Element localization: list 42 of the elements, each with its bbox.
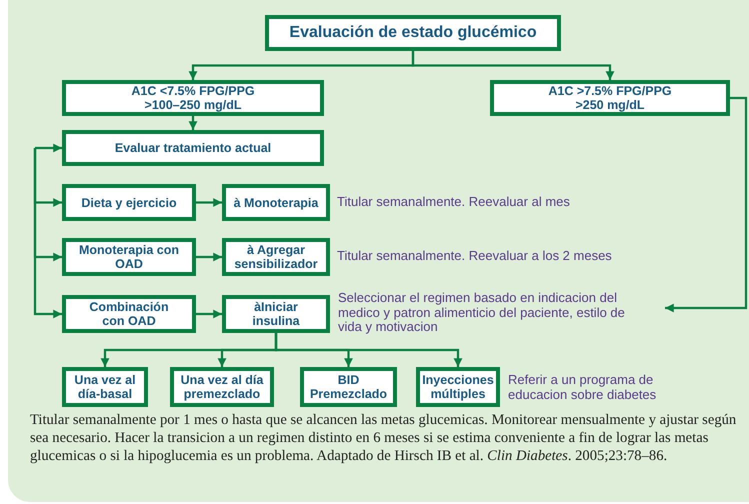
arrow bbox=[665, 96, 748, 312]
note-text: Titular semanalmente. Reevaluar a los 2 meses bbox=[337, 249, 612, 264]
box-text: à Agregar sensibilizador bbox=[233, 243, 319, 271]
box-text: Evaluación de estado glucémico bbox=[289, 26, 537, 40]
process-box bbox=[62, 238, 196, 276]
box-text: Una vez al día-basal bbox=[73, 373, 137, 401]
box-text: Combinación con OAD bbox=[88, 300, 170, 328]
arrow bbox=[188, 116, 198, 130]
box-text: Evaluar tratamiento actual bbox=[114, 141, 272, 155]
box-text: Monoterapia con OAD bbox=[79, 243, 179, 271]
arrow bbox=[196, 310, 222, 318]
process-box bbox=[300, 367, 397, 407]
process-box bbox=[62, 80, 324, 116]
annotation-text: Seleccionar el regimen basado en indicacion del medico y patron alimenticio del paciente, estilo de vida y motivacion bbox=[338, 291, 626, 335]
arrow bbox=[274, 333, 462, 367]
box-text: Dieta y ejercicio bbox=[81, 196, 177, 210]
box-text: Inyecciones múltiples bbox=[421, 373, 495, 401]
note-text: Titular semanalmente. Reevaluar al mes bbox=[337, 194, 570, 209]
box-text: BID Premezclado bbox=[308, 373, 388, 401]
note-text: Referir a un programa de educacion sobre diabetes bbox=[508, 373, 658, 402]
box-text: Una vez al día premezclado bbox=[180, 373, 264, 401]
arrow bbox=[196, 198, 222, 207]
caption: Titular semanalmente por 1 mes o hasta que se alcancen las metas glucemicas. Monitorear mensualmente y ajustar según sea necesario. Hacer la transicion a un regimen distinto en 6 meses si se estima conveniente a fin de lograr las metas glucemicas o si la hipoglucemia es un problema. Adaptado de Hirsch IB et al. Clin Diabetes. 2005;23:78–86. bbox=[30, 411, 738, 465]
process-box bbox=[490, 80, 730, 116]
box-text: à Monoterapia bbox=[234, 196, 318, 210]
process-box bbox=[62, 130, 324, 166]
process-box bbox=[222, 295, 330, 333]
arrow bbox=[34, 144, 62, 152]
box-text: àIniciar insulina bbox=[251, 300, 301, 328]
arrow bbox=[196, 252, 222, 262]
process-box bbox=[62, 295, 196, 333]
process-box bbox=[416, 367, 500, 407]
box-text: A1C <7.5% FPG/PPG >100–250 mg/dL bbox=[130, 84, 256, 112]
process-box bbox=[222, 238, 330, 276]
arrow bbox=[34, 148, 62, 318]
process-box bbox=[222, 184, 330, 221]
process-box bbox=[170, 367, 274, 407]
arrow bbox=[412, 51, 614, 80]
process-box bbox=[62, 184, 196, 221]
process-box bbox=[62, 367, 148, 407]
process-box bbox=[265, 15, 561, 51]
box-text: A1C >7.5% FPG/PPG >250 mg/dL bbox=[547, 84, 673, 112]
